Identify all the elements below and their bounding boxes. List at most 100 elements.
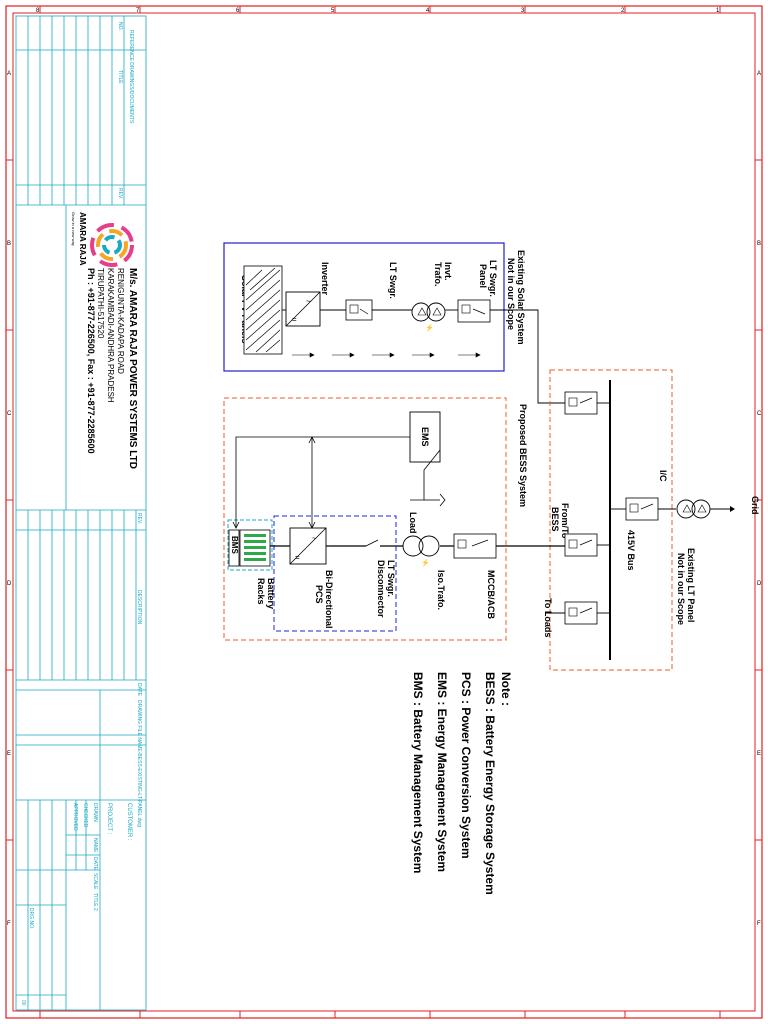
title-block-grid xyxy=(15,15,147,1011)
pcs-label: Bi-Directional xyxy=(324,570,334,629)
col-num: 8 xyxy=(36,8,40,14)
notes-header: Note : xyxy=(499,672,513,706)
bms-label: BMS xyxy=(230,536,239,554)
ems-unit: EMS xyxy=(409,411,441,463)
notes: Note : BESS : Battery Energy Storage Sys… xyxy=(411,672,513,895)
lt-swgr-panel-label: LT Swgr. xyxy=(488,260,498,297)
approved-label: APPROVED xyxy=(72,803,78,831)
iso-transformer-icon: ⚡ xyxy=(402,535,440,567)
revision-description-header: DESCRIPTION xyxy=(136,590,142,625)
existing-lt-panel-box xyxy=(549,369,673,671)
logo-tagline: Grow in a new way xyxy=(71,212,76,246)
col-num: 2 xyxy=(621,8,625,14)
lt-panel-caption: Existing LT Panel xyxy=(686,548,696,622)
border-ticks xyxy=(6,6,762,1018)
company-address-line: TIRUPATHI-517520 xyxy=(96,268,105,339)
row-letter: E xyxy=(757,751,761,757)
col-num: 1 xyxy=(716,8,720,14)
from-to-bess-label: From/To xyxy=(560,503,570,539)
loads-feeder xyxy=(545,601,610,625)
lt-swgr-panel-label-2: Panel xyxy=(478,264,488,288)
rev-no-label: 00 xyxy=(20,1000,26,1006)
svg-text:⚡: ⚡ xyxy=(421,558,430,567)
drawing-file-name: DRAWING FILE NAME-BESS-EXISTING-LT-PANEL… xyxy=(136,700,142,827)
invt-trafo-label: Invt. xyxy=(443,262,453,281)
row-letter: D xyxy=(7,581,12,587)
load-label: Load xyxy=(408,512,418,534)
battery-label-2: Racks xyxy=(256,578,266,605)
from-to-bess-label-2: BESS xyxy=(550,507,560,532)
lt-swgr-label: LT Swgr. xyxy=(388,262,398,299)
title-block-text: REFERENCE DRAWINGS/DOCUMENTS NO. TITLE R… xyxy=(20,22,142,1006)
lt-disconnector-label: LT Swgr. xyxy=(386,560,396,597)
outer-frame xyxy=(5,5,763,1019)
row-letter: C xyxy=(757,411,762,417)
solar-system-box xyxy=(223,242,505,372)
date-col-label: DATE xyxy=(92,857,98,871)
solar-lt-panel-icon xyxy=(457,299,491,323)
note-item: PCS : Power Conversion System xyxy=(459,672,473,859)
col-num: 3 xyxy=(521,8,525,14)
customer-label: CUSTOMER : xyxy=(126,803,132,841)
scale-label: SCALE xyxy=(92,873,98,890)
bms-unit: BMS xyxy=(228,529,240,567)
invt-trafo-label-2: Trafo. xyxy=(433,262,443,287)
solar-pv-panel-icon xyxy=(243,265,283,355)
ref-title-header: TITLE xyxy=(117,70,123,84)
row-letter: B xyxy=(7,241,11,247)
company-address-line: KARAKAMBADI-ANDHRA PRADESH xyxy=(106,268,115,403)
row-letter: B xyxy=(757,241,761,247)
row-letter: A xyxy=(7,71,11,77)
svg-text:=: = xyxy=(295,553,300,562)
lt-panel-caption-scope: Not in our Scope xyxy=(676,553,686,625)
bess-feeder xyxy=(564,533,610,557)
note-item: BESS : Battery Energy Storage System xyxy=(483,672,497,895)
row-letter: D xyxy=(757,581,762,587)
amara-raja-logo: AMARA RAJA Grow in a new way xyxy=(71,212,134,267)
grid-label: Grid xyxy=(750,496,760,515)
bess-labels: MCCB/ACB Iso.Trafo. Load LT Swgr. Discon… xyxy=(256,512,496,629)
col-num: 6 xyxy=(236,8,240,14)
iso-trafo-label: Iso.Trafo. xyxy=(436,570,446,610)
project-label: PROJECT : xyxy=(106,803,112,835)
ref-rev-header: REV. xyxy=(117,188,123,199)
solar-caption: Existing Solar System xyxy=(516,250,526,345)
row-letter: A xyxy=(757,71,761,77)
company-address: M/s. AMARA RAJA POWER SYSTEMS LTD RENIGU… xyxy=(86,268,138,469)
title2-label: TITLE 2 xyxy=(92,893,98,911)
revision-rev-header: REV. xyxy=(136,513,142,524)
row-letter: E xyxy=(7,751,11,757)
bess-caption: Proposed BESS System xyxy=(518,404,528,507)
border-labels: 8 7 6 5 4 3 2 1 A B C D E F A B C D E F xyxy=(7,8,762,927)
solar-system-labels: Existing Solar System Not in our Scope L… xyxy=(240,250,526,345)
lt-disconnector-icon xyxy=(330,539,379,547)
col-num: 5 xyxy=(331,8,335,14)
logo-text: AMARA RAJA xyxy=(78,212,87,266)
to-loads-label: To Loads xyxy=(543,598,553,637)
drg-no-label: DRG NO. xyxy=(28,908,34,929)
revision-date-header: DATE xyxy=(136,683,142,697)
battery-rack-icon xyxy=(239,529,271,567)
ic-label: I/C xyxy=(658,470,668,482)
solar-caption-scope: Not in our Scope xyxy=(506,258,516,330)
checked-label: CHECKED xyxy=(82,803,88,828)
ems-label: EMS xyxy=(420,427,430,447)
ems-communication-lines xyxy=(232,436,446,529)
svg-text:~: ~ xyxy=(306,297,311,306)
inverter-label: Inverter xyxy=(320,262,330,296)
ic-feeder xyxy=(610,497,676,521)
reference-header: REFERENCE DRAWINGS/DOCUMENTS xyxy=(128,30,134,124)
col-num: 4 xyxy=(426,8,430,14)
company-phone: Ph : +91-877-226500, Fax : +91-877-22856… xyxy=(86,268,96,454)
company-address-line: RENIGUNTA-KADAPA ROAD xyxy=(116,268,125,374)
inner-frame xyxy=(12,12,756,1012)
solar-to-lt-panel-wire xyxy=(490,309,565,404)
row-letter: C xyxy=(7,411,12,417)
inverter-icon: ~ = xyxy=(285,291,321,327)
drawn-label: DRAWN xyxy=(92,803,98,822)
row-letter: F xyxy=(757,921,761,927)
ref-no-header: NO. xyxy=(117,22,123,31)
name-col-label: NAME xyxy=(92,838,98,853)
